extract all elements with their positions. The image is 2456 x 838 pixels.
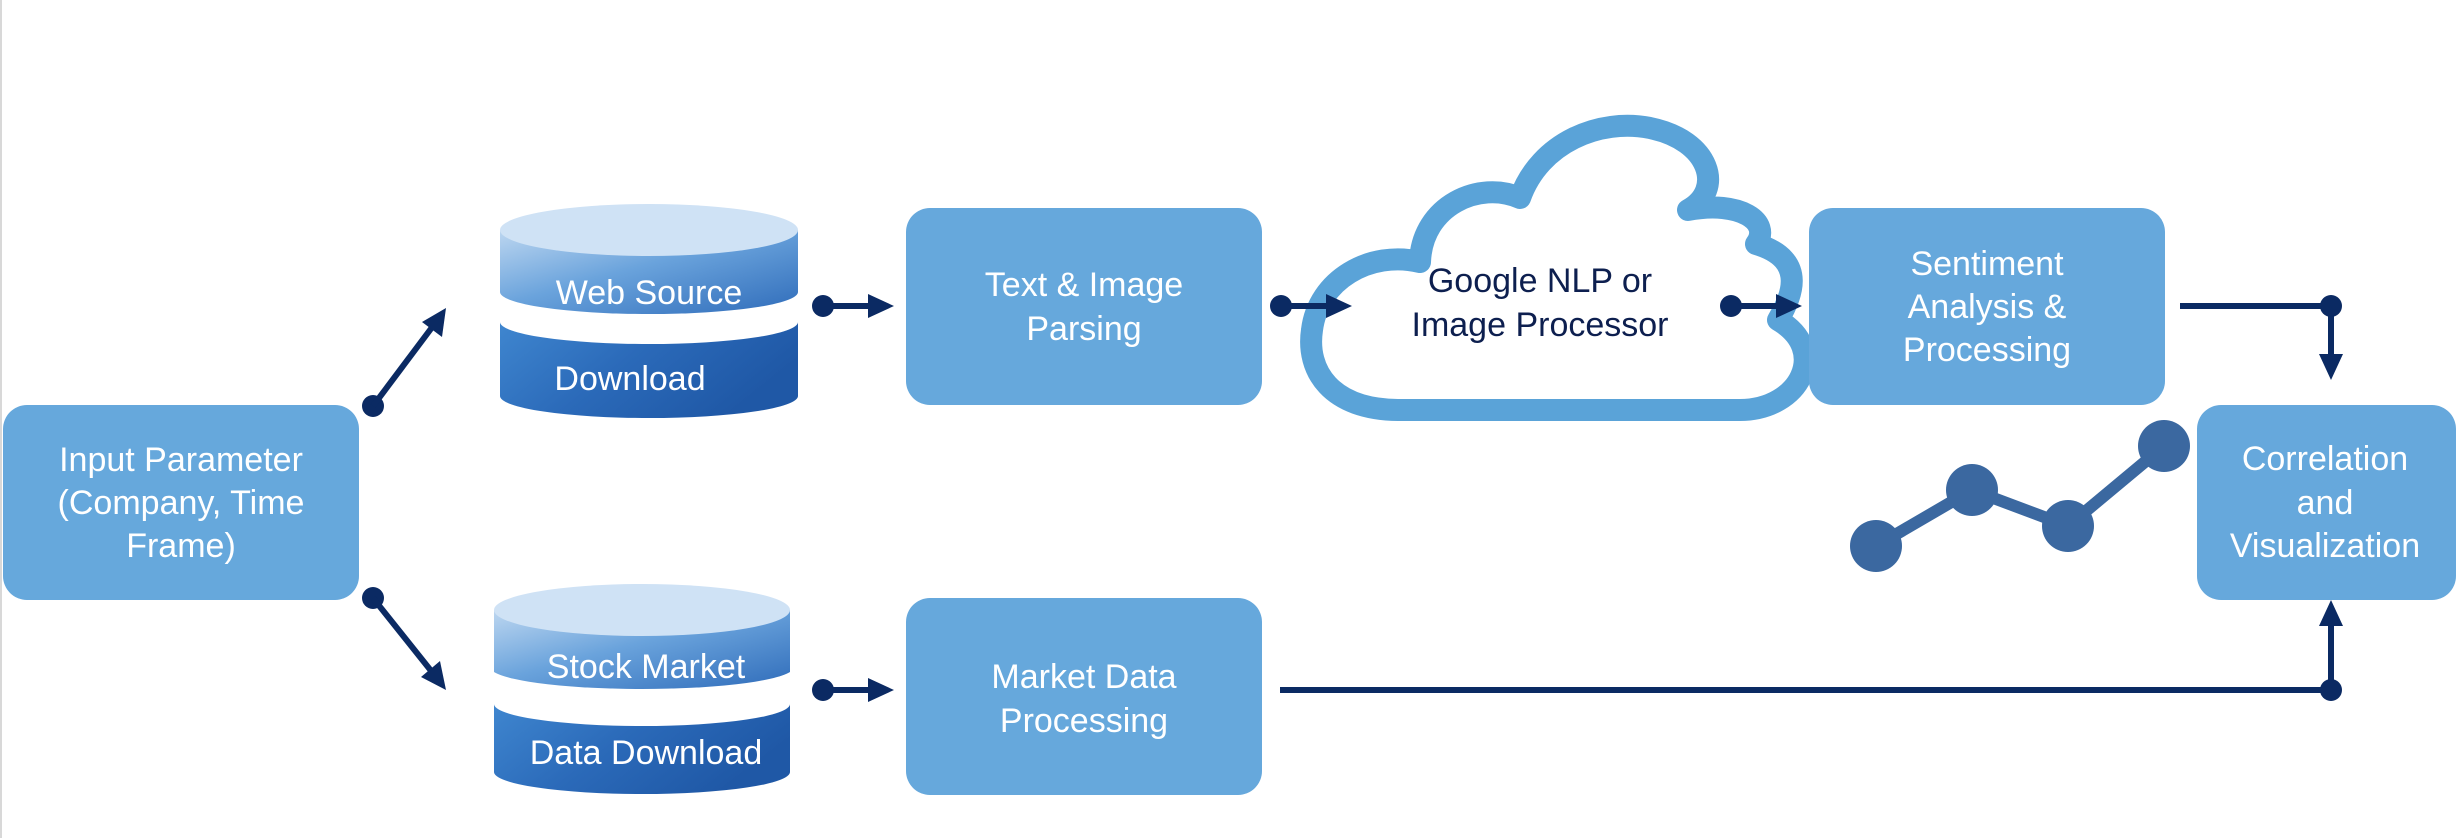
correlation-visualization-node: Correlation and Visualization [2197, 405, 2456, 600]
text-image-parsing-label-1: Text & Image [985, 266, 1183, 304]
sentiment-analysis-node: Sentiment Analysis & Processing [1809, 208, 2165, 405]
connector-web-source-to-parsing [812, 294, 894, 318]
web-source-cylinder-bottom-body [500, 322, 798, 418]
text-image-parsing-node: Text & Image Parsing [906, 208, 1262, 405]
line-chart-polyline [1872, 441, 2168, 552]
line-chart-point [1946, 464, 1998, 516]
connector-input-to-web-source [362, 308, 446, 417]
connector-cloud-to-sentiment [1720, 294, 1802, 318]
cloud-label-1: Google NLP or [1428, 262, 1652, 300]
market-data-processing-node: Market Data Processing [906, 598, 1262, 795]
line-chart-point [1850, 520, 1902, 572]
market-data-processing-label-1: Market Data [991, 658, 1176, 696]
connector-parsing-to-cloud [1270, 294, 1352, 318]
input-parameter-label-3: Frame) [126, 527, 236, 565]
stock-market-cylinder-cap [494, 584, 790, 636]
correlation-visualization-box [2197, 405, 2456, 600]
web-source-download-label: Download [554, 360, 705, 398]
stock-market-label: Stock Market [547, 648, 746, 686]
line-chart-icon [1850, 420, 2190, 572]
connector-stock-market-to-processing [812, 678, 894, 702]
connector-sentiment-to-correlation [2180, 295, 2343, 380]
stock-market-cylinder-bottom-body [494, 704, 790, 794]
sentiment-analysis-box [1809, 208, 2165, 405]
input-parameter-node: Input Parameter (Company, Time Frame) [3, 405, 359, 600]
line-chart-point [2042, 500, 2094, 552]
input-parameter-label-1: Input Parameter [59, 441, 303, 479]
market-data-processing-box [906, 598, 1262, 795]
input-parameter-box [3, 405, 359, 600]
connector-market-to-correlation [1280, 600, 2343, 701]
web-source-database-icon: Web Source Download [500, 204, 798, 418]
correlation-label-2: and [2297, 484, 2354, 522]
sentiment-analysis-label-3: Processing [1903, 331, 2071, 369]
connector-input-to-stock-market [362, 587, 446, 690]
stock-market-data-download-label: Data Download [530, 734, 762, 772]
text-image-parsing-box [906, 208, 1262, 405]
line-chart-point [2138, 420, 2190, 472]
sentiment-analysis-label-1: Sentiment [1910, 245, 2064, 283]
correlation-label-3: Visualization [2230, 527, 2420, 565]
web-source-cylinder-cap [500, 204, 798, 256]
market-data-processing-label-2: Processing [1000, 702, 1168, 740]
web-source-label: Web Source [556, 274, 742, 312]
input-parameter-label-2: (Company, Time [58, 484, 305, 522]
cloud-icon: Google NLP or Image Processor [1300, 114, 1816, 421]
sentiment-analysis-label-2: Analysis & [1908, 288, 2067, 326]
correlation-label-1: Correlation [2242, 440, 2408, 478]
stock-market-database-icon: Stock Market Data Download [494, 584, 790, 794]
cloud-label-2: Image Processor [1412, 306, 1669, 344]
text-image-parsing-label-2: Parsing [1026, 310, 1141, 348]
